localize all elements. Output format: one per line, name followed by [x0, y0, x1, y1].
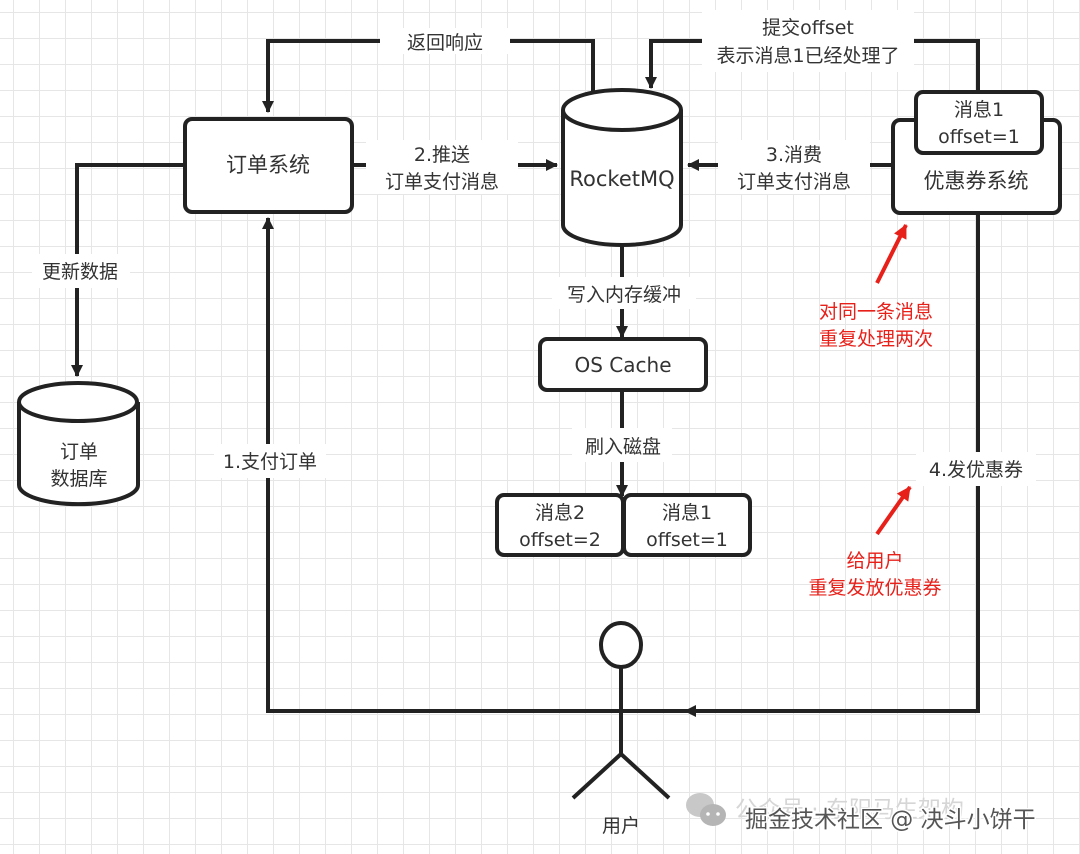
annotation-arrow-duplicate-coupon	[875, 485, 912, 536]
edge-label-consume-line1: 3.消费	[766, 144, 822, 166]
edge-label-write-cache: 写入内存缓冲	[567, 284, 681, 306]
node-os-cache-label: OS Cache	[575, 353, 672, 377]
edge-label-update-data: 更新数据	[42, 261, 118, 283]
watermark-back: 公众号 · 东阳马生架构	[735, 797, 964, 823]
node-order-system	[183, 117, 354, 214]
node-disk-msg2-line2: offset=2	[519, 529, 601, 551]
edge-label-consume-line2: 订单支付消息	[737, 171, 851, 193]
node-rocketmq	[561, 88, 683, 247]
node-user-actor	[570, 621, 685, 800]
node-disk-msg1	[622, 493, 752, 557]
edge-update-data	[71, 163, 185, 377]
node-disk-msg2-line1: 消息2	[535, 502, 585, 524]
annotation-duplicate-process-line1: 对同一条消息	[819, 301, 933, 323]
node-order-db-line2: 数据库	[50, 468, 107, 490]
edge-label-commit-line1: 提交offset	[762, 17, 854, 39]
node-coupon-msg	[914, 90, 1044, 155]
node-rocketmq-label: RocketMQ	[569, 167, 674, 191]
annotation-duplicate-coupon-line1: 给用户	[846, 550, 903, 572]
node-disk-msg1-line2: offset=1	[646, 529, 728, 551]
edge-label-push-line1: 2.推送	[414, 144, 470, 166]
node-os-cache	[538, 337, 708, 392]
edge-label-send-coupon: 4.发优惠券	[929, 459, 1023, 481]
edge-label-flush-disk: 刷入磁盘	[585, 436, 661, 458]
node-coupon-msg-line2: offset=1	[938, 126, 1020, 148]
node-order-db	[17, 381, 140, 507]
node-coupon-msg-line1: 消息1	[954, 99, 1004, 121]
edge-label-pay-order: 1.支付订单	[223, 451, 317, 473]
edge-label-return-response: 返回响应	[407, 32, 483, 54]
edge-pay-order	[262, 217, 570, 713]
edge-label-commit-line2: 表示消息1已经处理了	[716, 45, 899, 67]
annotation-duplicate-coupon-line2: 重复发放优惠券	[808, 577, 941, 599]
node-coupon-system-label: 优惠券系统	[924, 169, 1029, 193]
edge-send-coupon	[684, 213, 980, 717]
edge-label-push-line2: 订单支付消息	[385, 171, 499, 193]
wechat-icon	[686, 793, 726, 826]
node-order-db-line1: 订单	[60, 441, 98, 463]
watermark-front: 掘金技术社区 @ 决斗小饼干	[745, 807, 1036, 833]
node-order-system-label: 订单系统	[226, 153, 310, 177]
annotation-arrow-duplicate-process	[875, 224, 908, 284]
node-disk-msg1-line1: 消息1	[662, 502, 712, 524]
node-user-label: 用户	[602, 815, 640, 837]
annotation-duplicate-process-line2: 重复处理两次	[819, 328, 933, 350]
